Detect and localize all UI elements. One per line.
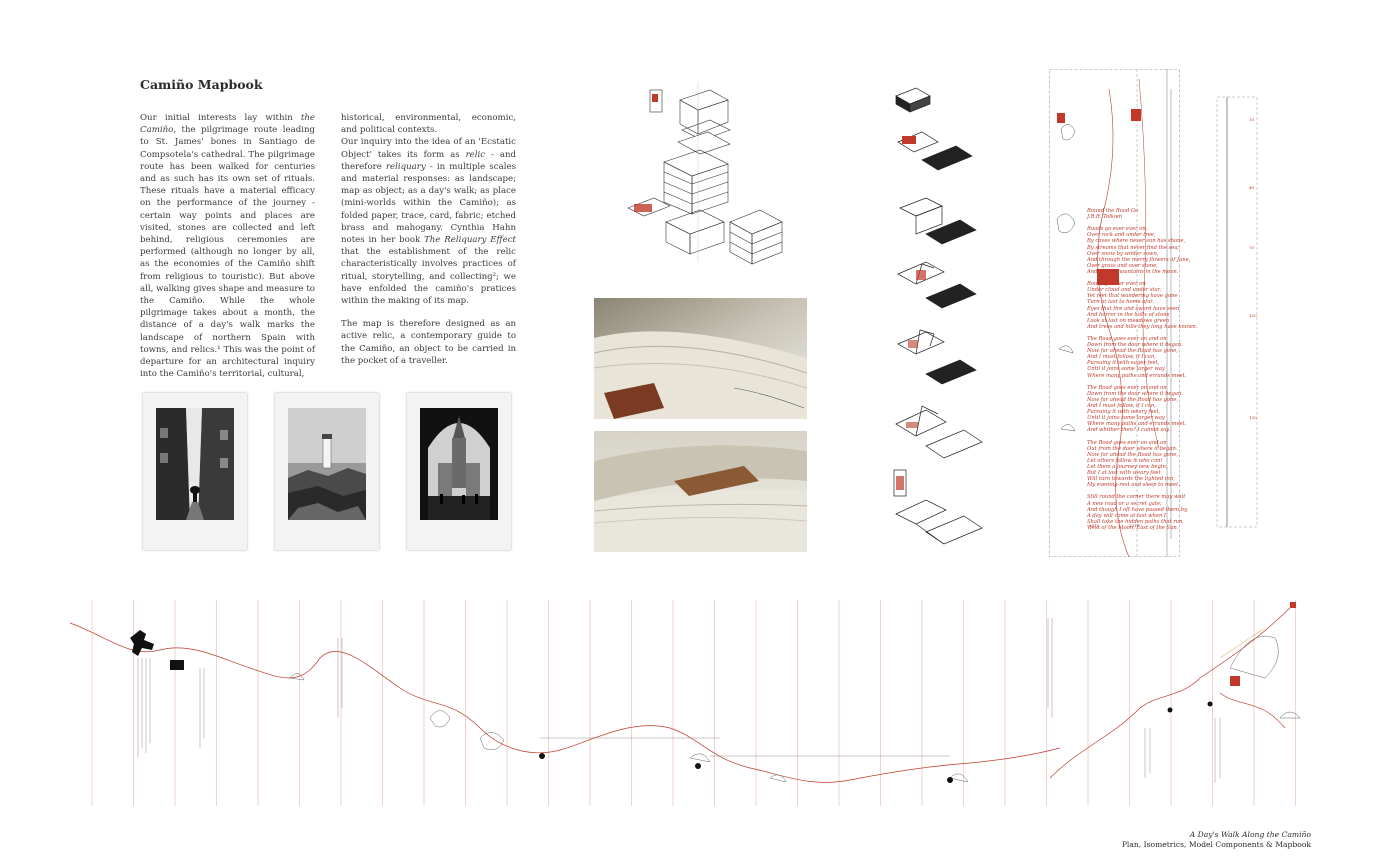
poem-line: The Road goes ever on and on (1087, 335, 1167, 342)
poem-line: Now far ahead the Road has gone, (1087, 396, 1178, 403)
poem-line: And whither then? I cannot say. (1087, 427, 1171, 434)
column2-paragraph: The map is therefore designed as an acti… (341, 318, 516, 367)
emphasis-text: The Reliquary Effect (424, 235, 516, 246)
poem-line: Down from the door where it began. (1087, 390, 1183, 397)
poem-line: Still round the corner there may wait (1087, 494, 1186, 501)
body-text: Our initial interests lay within (140, 113, 301, 123)
poem-line: Let them a journey new begin, (1087, 463, 1168, 470)
poem-line: Yet feet that wandering have gone (1087, 293, 1178, 300)
poem-line: My evening-rest and sleep to meet. (1087, 482, 1180, 489)
poem-line: And I must follow, if I can, (1087, 354, 1156, 361)
emphasis-text: reliquary (385, 161, 426, 172)
body-text: Our inquiry into the idea of an 'Ecstati… (341, 137, 516, 160)
poem-line: Now far ahead the Road has gone, (1087, 348, 1178, 355)
poem-line: Down from the door where it began. (1087, 342, 1183, 349)
poem-line: By streams that never find the sea; (1087, 244, 1180, 251)
poem-line: Shall take the hidden paths that run (1087, 518, 1183, 525)
poem-line: The Road goes ever on and on (1087, 439, 1167, 446)
poem-line: Look at last on meadows green (1087, 317, 1170, 324)
poem-line: Round the Road Go (1087, 208, 1139, 214)
polaroid-photo-cathedral (407, 393, 511, 550)
column2-paragraph: Our inquiry into the idea of an 'Ecstati… (341, 136, 516, 307)
poem-line: Will turn towards the lighted inn, (1087, 476, 1175, 483)
poem-line: Roads go ever ever on, (1087, 226, 1148, 233)
poem-line: Over snow by winter sown, (1087, 250, 1159, 257)
poem-line: A day will come at last when I (1087, 512, 1166, 519)
emphasis-text: the Camiño (140, 113, 315, 136)
column2-paragraph: historical, environmental, economic, and… (341, 112, 516, 136)
poem-line: Roads go ever ever on (1087, 281, 1146, 288)
poem-line: Where many paths and errands meet. (1087, 372, 1187, 379)
svg-text:100: 100 (1249, 313, 1257, 318)
poem-line: J.R.R. Tolkien (1087, 214, 1123, 221)
poem-line: Until it joins some larger way (1087, 415, 1165, 422)
svg-text:2017: 2017 (1129, 523, 1140, 528)
body-text: that the establishment of the relic char… (341, 247, 516, 307)
body-text: , the pilgrimage route leading to St. Ja… (140, 125, 315, 380)
svg-text:10: 10 (1249, 117, 1255, 122)
body-text: - in multiple scales and material respon… (341, 161, 516, 246)
poem-line: But I at last with weary feet (1087, 470, 1161, 477)
poem-line: Now far ahead the Road has gone, (1087, 451, 1178, 458)
text-column-2: historical, environmental, economic, and… (341, 112, 516, 378)
poem-line: And trees and hills they long have known… (1087, 323, 1198, 330)
model-photo-2 (594, 431, 807, 552)
poem-line: A new road or a secret gate; (1087, 500, 1162, 507)
emphasis-text: relic (465, 149, 486, 160)
poem-line: West of the Moon, East of the Sun. (1087, 524, 1179, 531)
polaroid-photo-street (143, 393, 247, 550)
body-text: historical, environmental, economic, and… (341, 113, 516, 136)
poem-line: And through the merry flowers of June, (1087, 256, 1191, 263)
poem-line: And I must follow, if I can, (1087, 403, 1156, 409)
poem-line: Let others follow it who can! (1087, 457, 1163, 464)
poem-line: Under cloud and under star, (1087, 287, 1162, 294)
poem-line: Pursuing it with eager feet, (1087, 360, 1160, 367)
exploded-isometric-drawing (620, 82, 790, 270)
poem-line: And horror in the halls of stone (1087, 311, 1170, 318)
caption-subtitle: Plan, Isometrics, Model Components & Map… (1121, 840, 1311, 849)
svg-text:130: 130 (1249, 415, 1257, 420)
body-text: - and therefore (341, 149, 516, 172)
route-map (69, 598, 1310, 810)
poem-line: And though I oft have passed them by, (1087, 506, 1188, 513)
caption-title: A Day's Walk Along the Camiño (1189, 830, 1311, 839)
poem-line: Pursuing it with weary feet, (1087, 409, 1161, 416)
poem-line: By caves where never sun has shone, (1087, 238, 1186, 245)
drawing-caption: A Day's Walk Along the Camiño Plan, Isom… (1122, 830, 1311, 850)
poem-line: Out from the door where it began. (1087, 445, 1178, 452)
poem-line: Eyes that fire and sword have seen (1087, 305, 1180, 312)
column1-paragraph: Our initial interests lay within the Cam… (140, 112, 315, 380)
mapbook-strip: 10 40 70 100 130 2010 2017 Round the Roa… (1049, 69, 1261, 558)
model-photo-1 (594, 298, 807, 419)
poem-line: Until it joins some larger way (1087, 366, 1165, 373)
poem-line: Over grass and over stone, (1087, 262, 1158, 269)
page-title: Camiño Mapbook (140, 77, 263, 92)
poem-line: Turn at last to home afar. (1087, 299, 1154, 306)
text-column-1: Our initial interests lay within the Cam… (140, 112, 315, 391)
poem-line: Where many paths and errands meet. (1087, 421, 1187, 428)
body-text: The map is therefore designed as an acti… (341, 319, 516, 366)
polaroid-photo-lighthouse (275, 393, 379, 550)
svg-text:40: 40 (1249, 185, 1255, 190)
model-components-isometrics (886, 84, 986, 562)
poem-line: Over rock and under tree, (1087, 232, 1156, 239)
svg-text:2010: 2010 (1089, 523, 1100, 528)
poem-line: The Road goes ever on and on (1087, 384, 1167, 391)
svg-text:70: 70 (1249, 245, 1255, 250)
poem-line: And under mountains in the moon. (1087, 268, 1179, 275)
